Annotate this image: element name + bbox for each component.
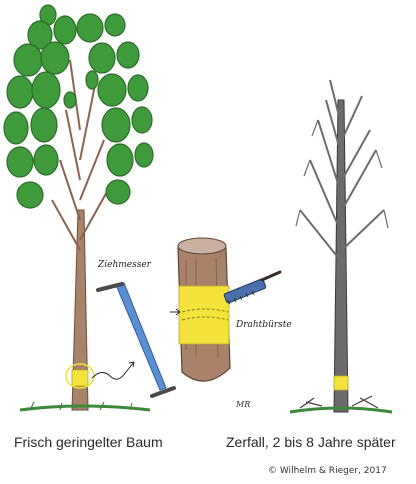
caption-decay: Zerfall, 2 bis 8 Jahre später xyxy=(226,434,396,450)
artist-signature: MR xyxy=(236,400,250,409)
arrow-icon xyxy=(92,362,134,379)
wire-brush-illustration xyxy=(224,272,280,304)
copyright-notice: © Wilhelm & Rieger, 2017 xyxy=(268,466,387,476)
drawknife-label: Ziehmesser xyxy=(98,260,151,270)
dead-tree-ring xyxy=(334,376,348,390)
drawknife-illustration xyxy=(98,283,174,396)
wire-brush-label: Drahtbürste xyxy=(236,320,292,330)
dead-tree xyxy=(290,80,392,412)
caption-girdled-tree: Frisch geringelter Baum xyxy=(14,434,163,450)
log-section xyxy=(178,238,230,381)
girdled-tree xyxy=(4,5,153,410)
girdle-ring xyxy=(72,370,88,386)
log-girdle-band xyxy=(179,286,229,344)
